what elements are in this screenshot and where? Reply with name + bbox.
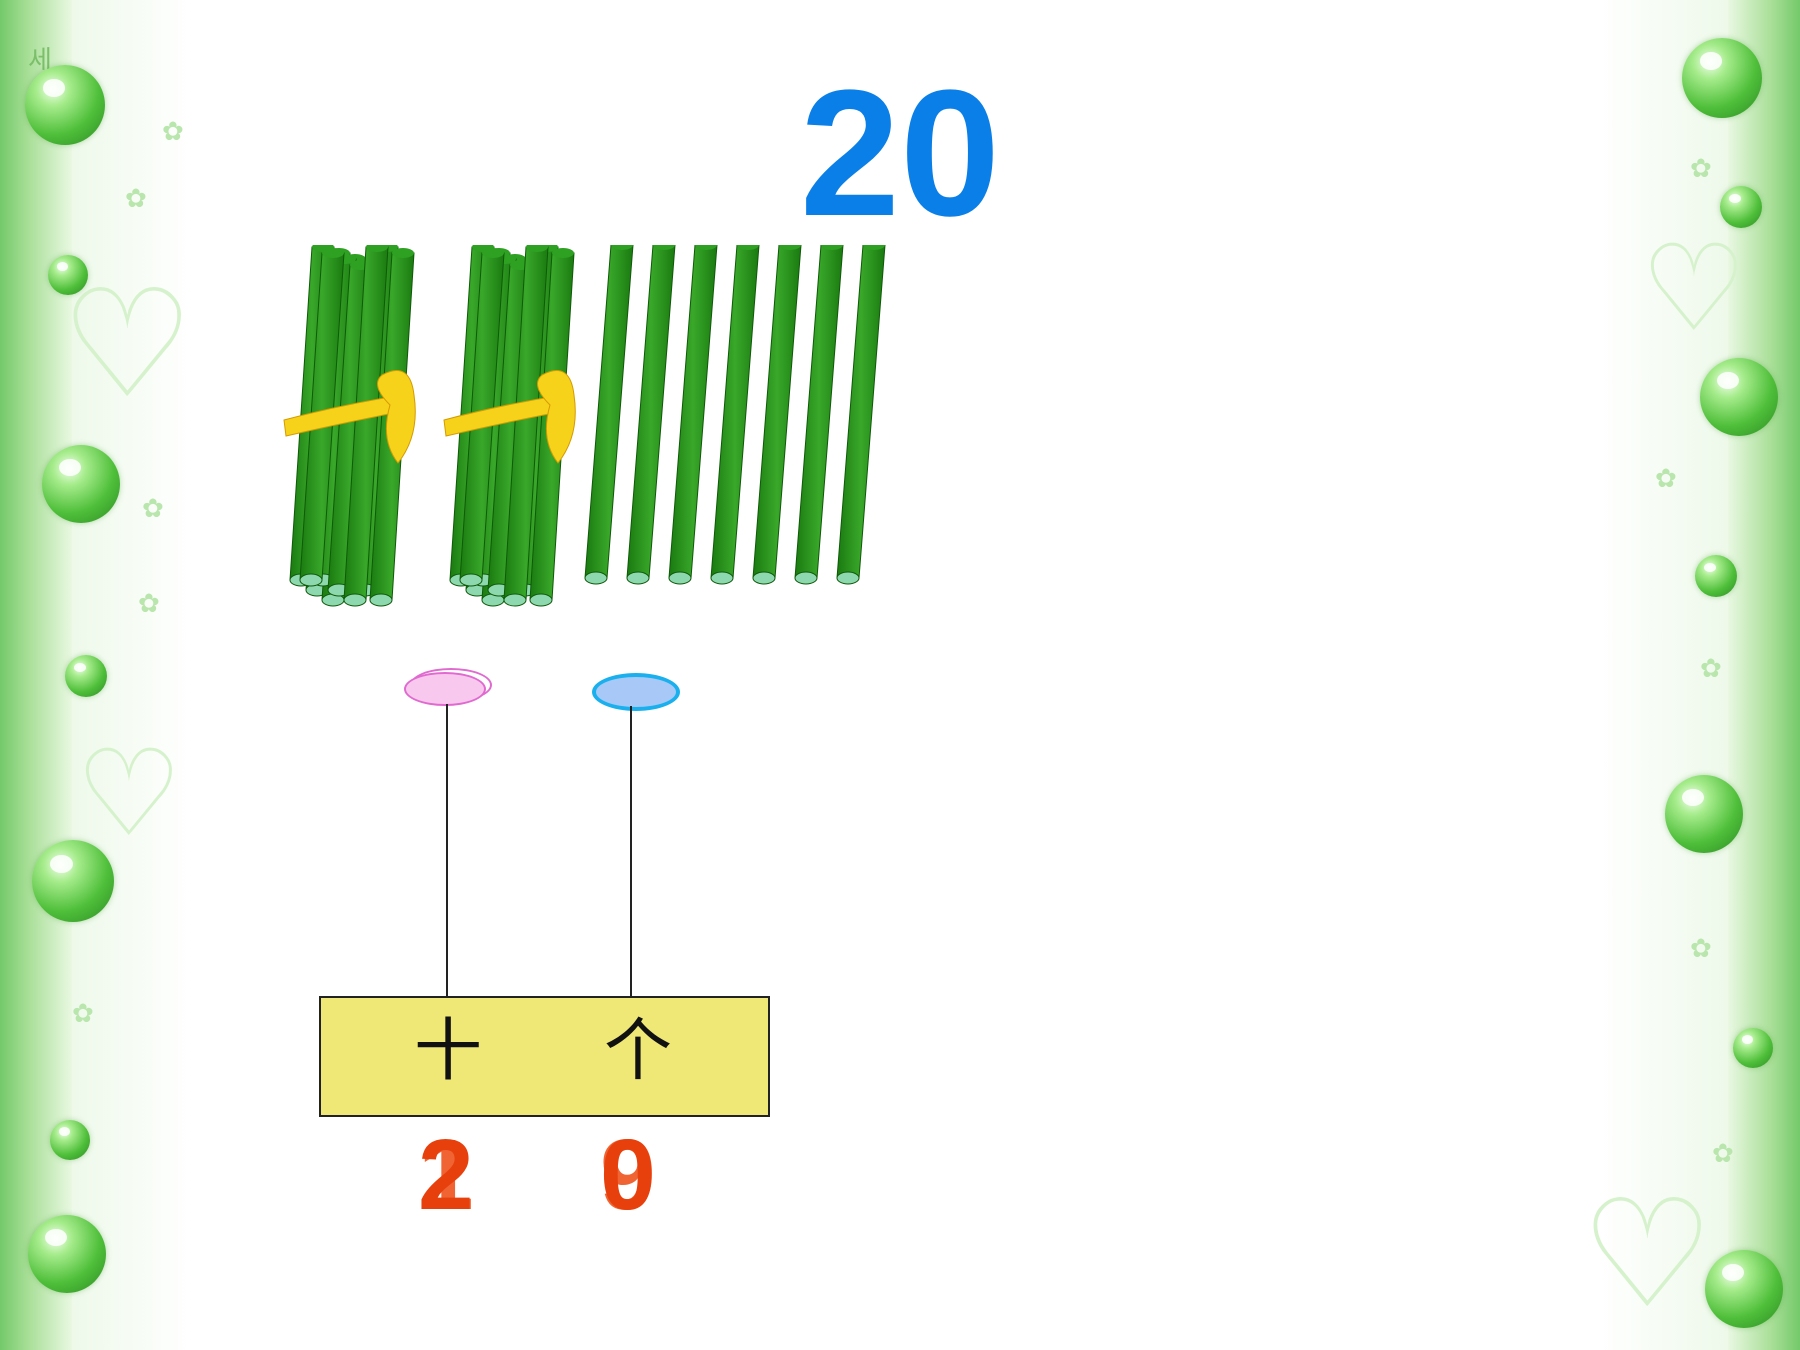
stick-end xyxy=(584,571,608,585)
ribbon-bow xyxy=(377,370,416,464)
stick-top xyxy=(653,245,675,250)
sparkle-icon: ✿ xyxy=(142,493,164,523)
green-bubble-icon xyxy=(25,65,105,145)
stick-top xyxy=(821,245,843,250)
stick-top xyxy=(322,248,344,258)
green-bubble-icon xyxy=(50,1120,90,1160)
stick-top xyxy=(366,245,388,252)
stick-end xyxy=(752,571,776,585)
stick-end xyxy=(459,573,483,587)
stick-end xyxy=(710,571,734,585)
stick xyxy=(752,245,802,579)
stick-top xyxy=(611,245,633,250)
tens-bead xyxy=(404,672,486,706)
stick xyxy=(668,245,718,579)
stick xyxy=(584,245,634,579)
stick-bundle-1 xyxy=(283,245,416,607)
tens-digit-previous: 1 xyxy=(418,1119,474,1231)
green-bubble-icon xyxy=(1705,1250,1783,1328)
stick-top xyxy=(737,245,759,250)
loose-sticks xyxy=(584,245,886,585)
sparkle-icon: ✿ xyxy=(138,588,160,618)
stick-end xyxy=(836,571,860,585)
stick-bundle-2 xyxy=(443,245,576,607)
right-border-fade xyxy=(1598,0,1728,1350)
abacus-base xyxy=(319,996,770,1117)
stick-top xyxy=(695,245,717,250)
green-bubble-icon xyxy=(1720,186,1762,228)
sparkle-icon: ✿ xyxy=(1690,933,1712,963)
stick-top xyxy=(552,248,574,258)
sparkle-icon: ✿ xyxy=(1712,1138,1734,1168)
green-bubble-icon xyxy=(32,840,114,922)
stick-top xyxy=(779,245,801,250)
sparkle-icon: ✿ xyxy=(1655,463,1677,493)
green-bubble-icon xyxy=(42,445,120,523)
stick-top xyxy=(392,248,414,258)
stick-top xyxy=(482,248,504,258)
ones-place-label: 个 xyxy=(604,1012,673,1091)
green-bubble-icon xyxy=(1733,1028,1773,1068)
green-bubble-icon xyxy=(65,655,107,697)
stick-end xyxy=(343,593,367,607)
tens-digit: 2 xyxy=(418,1119,474,1231)
stick-end xyxy=(503,593,527,607)
stick-top xyxy=(526,245,548,252)
sparkle-icon: ✿ xyxy=(72,998,94,1028)
ones-digit: 0 xyxy=(600,1119,656,1231)
green-bubble-icon xyxy=(1682,38,1762,118)
sparkle-icon: ✿ xyxy=(125,183,147,213)
stick-end xyxy=(299,573,323,587)
green-bubble-icon xyxy=(28,1215,106,1293)
stick-end xyxy=(668,571,692,585)
stick xyxy=(710,245,760,579)
ones-rod xyxy=(630,706,632,998)
counting-sticks xyxy=(283,245,886,607)
tens-rod xyxy=(446,704,448,998)
ones-digit-previous: 9 xyxy=(600,1119,656,1231)
stick xyxy=(626,245,676,579)
stick-top xyxy=(863,245,885,250)
sparkle-icon: ✿ xyxy=(1690,153,1712,183)
heart-outline-icon: ♡ xyxy=(75,725,183,864)
stick-end xyxy=(794,571,818,585)
heart-outline-icon: ♡ xyxy=(1580,1168,1715,1342)
stick-end xyxy=(369,593,393,607)
heart-outline-icon: ♡ xyxy=(60,258,195,432)
stick xyxy=(794,245,844,579)
sparkle-icon: ✿ xyxy=(162,116,184,146)
stick-end xyxy=(626,571,650,585)
green-bubble-icon xyxy=(1665,775,1743,853)
stick xyxy=(836,245,886,579)
ones-bead xyxy=(592,673,680,711)
green-bubble-icon xyxy=(1695,555,1737,597)
sparkle-icon: ✿ xyxy=(1700,653,1722,683)
green-bubble-icon xyxy=(48,255,88,295)
stick-end xyxy=(529,593,553,607)
tens-place-label: 十 xyxy=(414,1012,483,1091)
green-bubble-icon xyxy=(1700,358,1778,436)
number-title: 20 xyxy=(799,53,1001,254)
ribbon-bow xyxy=(537,370,576,464)
heart-outline-icon: ♡ xyxy=(1640,220,1748,359)
